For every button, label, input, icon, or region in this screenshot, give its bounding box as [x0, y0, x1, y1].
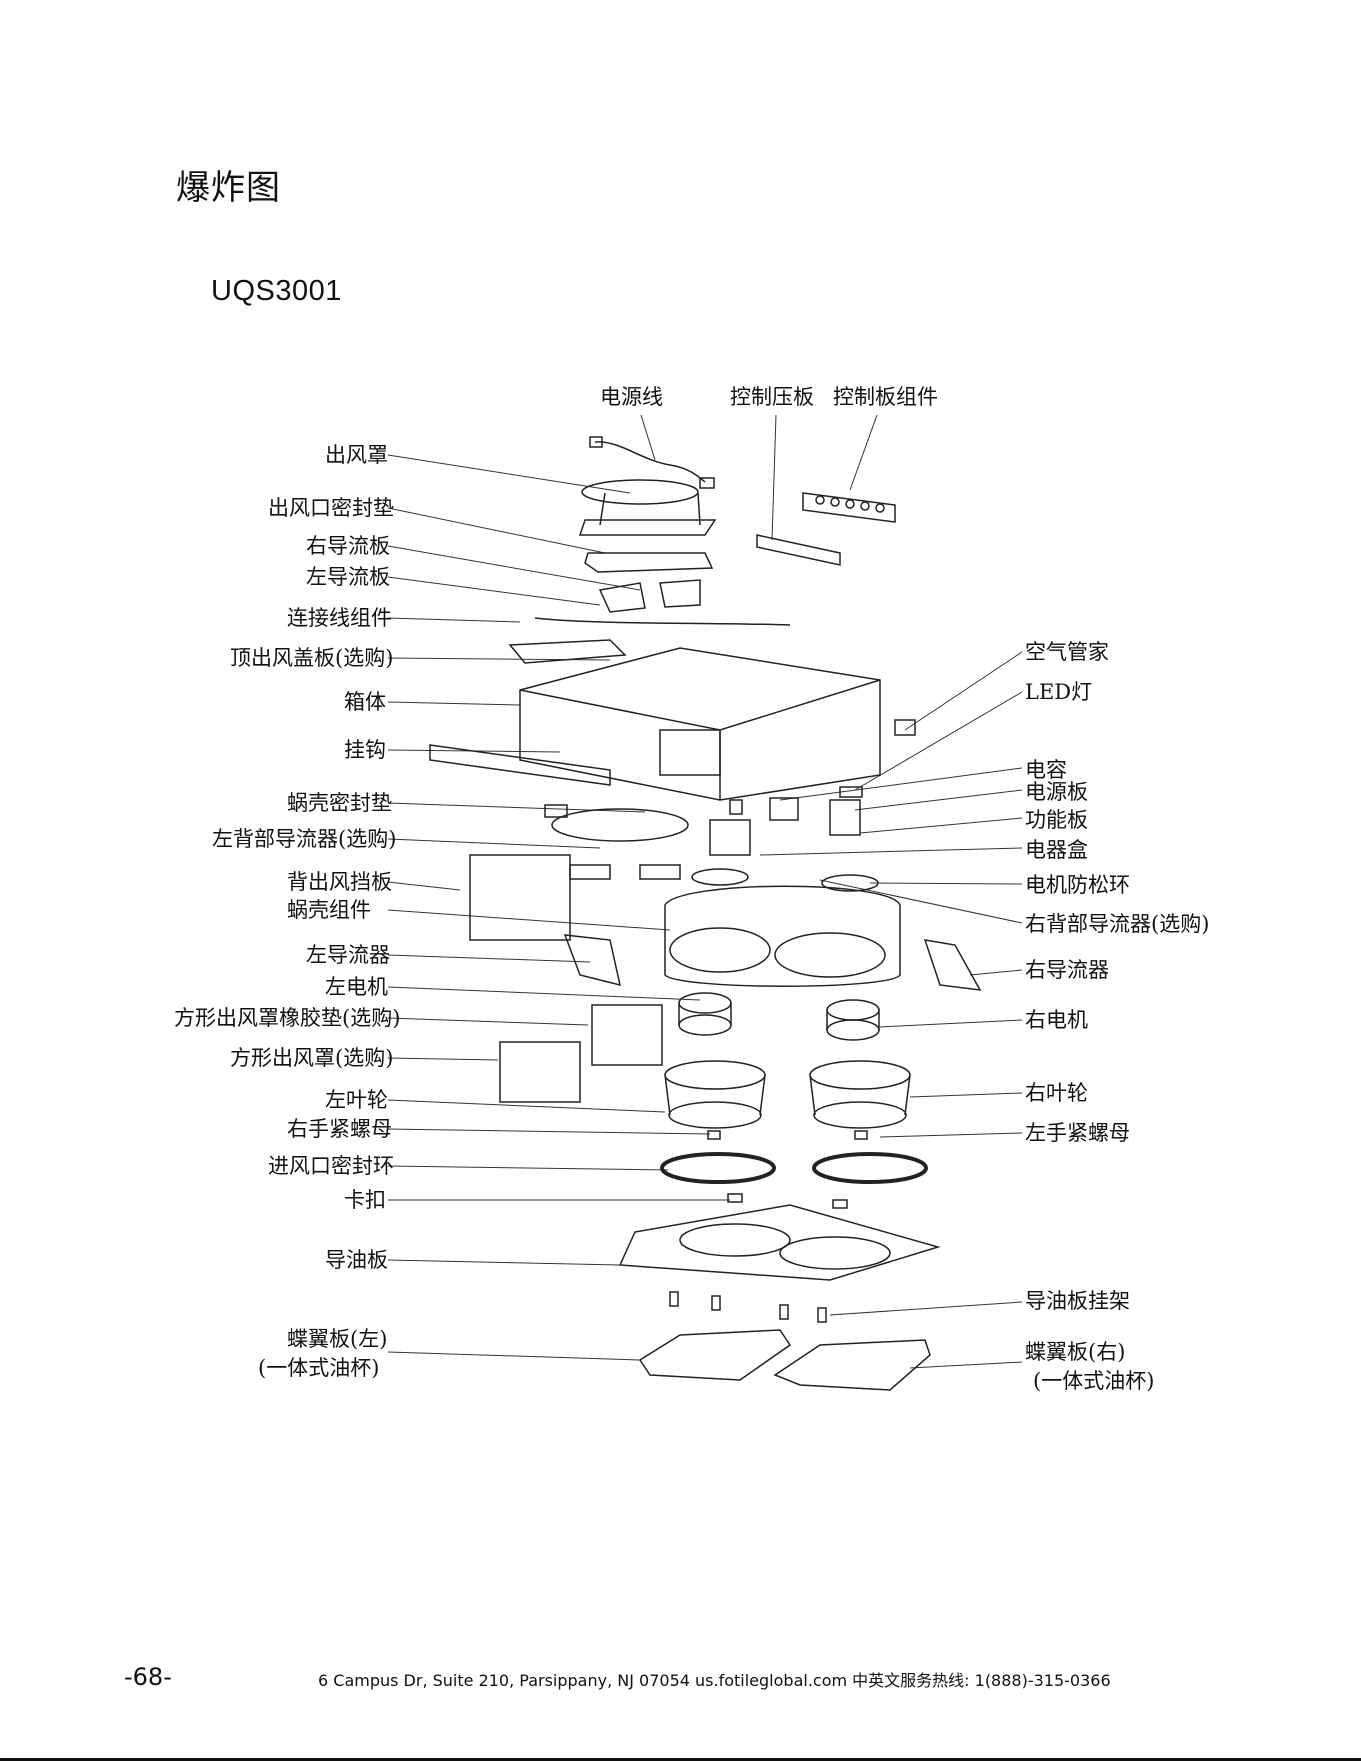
label-air-manager: 空气管家 [1025, 640, 1109, 664]
oil-guide-plate [618, 1204, 941, 1281]
cabinet-body [519, 647, 881, 801]
label-right-motor: 右电机 [1025, 1008, 1088, 1032]
label-top-cover-plate: 顶出风盖板(选购) [230, 646, 394, 670]
label-capacitor: 电容 [1025, 758, 1067, 782]
volute-gasket [551, 808, 689, 842]
butterfly-plate-left [638, 1329, 792, 1381]
label-outlet-gasket: 出风口密封垫 [268, 496, 394, 520]
page-title: 爆炸图 [176, 168, 281, 208]
left-clip-part [544, 804, 568, 818]
oil-bracket-4 [817, 1307, 827, 1323]
label-function-board: 功能板 [1025, 808, 1088, 832]
label-control-press-plate: 控制压板 [730, 385, 814, 409]
oil-bracket-3 [779, 1304, 789, 1320]
butterfly-plate-right [773, 1339, 931, 1391]
label-butterfly-left-sub: (一体式油杯) [258, 1356, 380, 1380]
model-code: UQS3001 [211, 275, 342, 307]
right-back-deflector [639, 864, 681, 880]
label-led-light: LED灯 [1025, 680, 1093, 704]
motor-lock-ring-right [821, 874, 879, 892]
oil-bracket-2 [711, 1295, 721, 1311]
left-impeller [664, 1060, 766, 1129]
label-butterfly-left: 蝶翼板(左) [287, 1327, 388, 1351]
label-left-side-deflector: 左导流器 [306, 943, 390, 967]
right-impeller [809, 1060, 911, 1129]
right-side-deflector [923, 939, 982, 991]
label-left-impeller: 左叶轮 [325, 1088, 388, 1112]
outlet-hood [578, 479, 717, 536]
connection-wire [534, 617, 791, 626]
left-hand-nut [854, 1130, 868, 1140]
power-board-part [769, 797, 799, 821]
label-outlet-hood: 出风罩 [325, 443, 388, 467]
label-power-board: 电源板 [1025, 780, 1088, 804]
label-right-hand-nut: 右手紧螺母 [287, 1117, 392, 1141]
footer-contact: 6 Campus Dr, Suite 210, Parsippany, NJ 0… [318, 1671, 1111, 1690]
left-motor [678, 992, 732, 1036]
label-power-cord: 电源线 [600, 385, 663, 409]
label-control-board: 控制板组件 [833, 385, 938, 409]
function-board-part [829, 799, 861, 836]
footer-rule [0, 1758, 1361, 1761]
label-electrical-box: 电器盒 [1025, 838, 1088, 862]
label-right-impeller: 右叶轮 [1025, 1081, 1088, 1105]
electrical-box-part [709, 819, 751, 856]
label-right-side-deflector: 右导流器 [1025, 958, 1109, 982]
leader-lines [387, 414, 1023, 1369]
right-hand-nut [707, 1130, 721, 1140]
air-manager-part [894, 719, 916, 736]
label-oil-plate-bracket: 导油板挂架 [1025, 1289, 1130, 1313]
label-volute-assembly: 蜗壳组件 [287, 898, 371, 922]
page-number: -68- [124, 1663, 172, 1691]
label-left-deflector: 左导流板 [306, 565, 390, 589]
inlet-seal-ring-right [812, 1152, 928, 1184]
label-hook: 挂钩 [344, 738, 386, 762]
inlet-seal-ring-left [660, 1152, 776, 1184]
volute-assembly [664, 885, 901, 987]
label-clip: 卡扣 [344, 1188, 386, 1212]
left-side-deflector [563, 934, 621, 987]
motor-lock-ring-left [691, 868, 749, 886]
control-board [802, 492, 896, 523]
label-left-motor: 左电机 [325, 975, 388, 999]
label-oil-guide-plate: 导油板 [325, 1248, 388, 1272]
label-back-baffle: 背出风挡板 [287, 870, 392, 894]
label-motor-lock-ring: 电机防松环 [1025, 873, 1130, 897]
label-right-back-deflector: 右背部导流器(选购) [1025, 912, 1210, 936]
right-motor [826, 999, 880, 1041]
label-volute-gasket: 蜗壳密封垫 [287, 791, 392, 815]
power-cord [589, 436, 715, 489]
label-left-back-deflector: 左背部导流器(选购) [212, 827, 397, 851]
led-light-part [839, 786, 863, 798]
label-square-outlet-gasket: 方形出风罩橡胶垫(选购) [174, 1006, 401, 1030]
left-back-deflector [569, 864, 611, 880]
clip-right [832, 1199, 848, 1209]
label-square-outlet-hood: 方形出风罩(选购) [230, 1046, 394, 1070]
label-butterfly-right: 蝶翼板(右) [1025, 1340, 1126, 1364]
outlet-gasket [584, 552, 714, 573]
hanging-hook [429, 744, 611, 786]
square-outlet-gasket [591, 1004, 663, 1066]
label-inlet-seal-ring: 进风口密封环 [268, 1154, 394, 1178]
clip-left [727, 1193, 743, 1203]
control-press-plate [756, 534, 841, 566]
capacitor-part [729, 799, 743, 815]
label-connection-wire: 连接线组件 [287, 606, 392, 630]
left-deflector [659, 579, 701, 608]
oil-bracket-1 [669, 1291, 679, 1307]
label-right-deflector: 右导流板 [306, 534, 390, 558]
back-outlet-baffle [469, 854, 571, 941]
label-butterfly-right-sub: (一体式油杯) [1033, 1369, 1155, 1393]
label-left-hand-nut: 左手紧螺母 [1025, 1121, 1130, 1145]
top-cover-plate [508, 639, 627, 664]
right-deflector [598, 582, 646, 613]
square-outlet-hood [499, 1041, 581, 1103]
label-cabinet: 箱体 [344, 690, 386, 714]
